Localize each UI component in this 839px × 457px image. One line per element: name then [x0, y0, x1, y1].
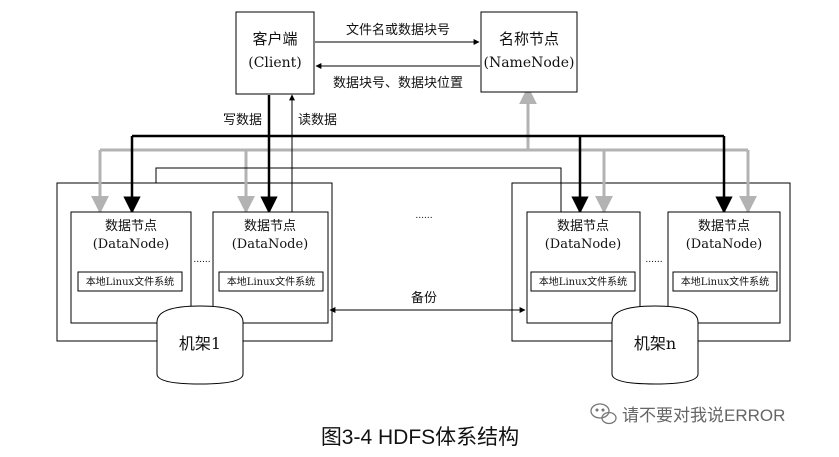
write-label: 写数据 [223, 113, 262, 128]
namenode-subtitle: (NameNode) [483, 55, 574, 71]
local-fs-label: 本地Linux文件系统 [681, 275, 769, 288]
middle-ellipsis: ...... [415, 211, 432, 221]
datanode-subtitle: (DataNode) [232, 237, 309, 252]
figure-caption: 图3-4 HDFS体系结构 [321, 426, 519, 449]
namenode-box [480, 11, 578, 93]
client-box [235, 11, 315, 95]
response-label: 数据块号、数据块位置 [333, 76, 463, 91]
client-title: 客户端 [252, 30, 297, 48]
datanode-subtitle: (DataNode) [686, 237, 763, 252]
request-label: 文件名或数据块号 [346, 22, 450, 38]
rack-1-label: 机架1 [179, 334, 221, 353]
datanode-title: 数据节点 [244, 219, 296, 234]
datanode-rackn-a: 数据节点 (DataNode) 本地Linux文件系统 [526, 211, 641, 324]
backup-label: 备份 [411, 290, 437, 306]
rack-n-label: 机架n [634, 334, 676, 353]
datanode-rackn-b: 数据节点 (DataNode) 本地Linux文件系统 [667, 211, 781, 324]
rack-n-cylinder: 机架n [611, 305, 699, 385]
watermark-text: 请不要对我说ERROR [622, 406, 785, 425]
watermark: 请不要对我说ERROR [590, 403, 785, 425]
datanode-title: 数据节点 [698, 219, 750, 234]
datanode-rack1-b: 数据节点 (DataNode) 本地Linux文件系统 [212, 211, 329, 324]
datanode-subtitle: (DataNode) [93, 237, 170, 252]
datanode-title: 数据节点 [557, 219, 609, 234]
datanode-subtitle: (DataNode) [545, 237, 622, 252]
rack-connector [155, 167, 562, 212]
client-subtitle: (Client) [248, 55, 302, 71]
read-bus [91, 86, 757, 214]
datanode-title: 数据节点 [105, 219, 157, 234]
namenode-title: 名称节点 [499, 30, 559, 48]
read-label: 读数据 [298, 113, 337, 128]
local-fs-label: 本地Linux文件系统 [227, 275, 315, 288]
rack1-ellipsis: ...... [193, 255, 210, 265]
local-fs-label: 本地Linux文件系统 [539, 275, 627, 288]
rackn-ellipsis: ...... [645, 255, 662, 265]
wechat-icon [590, 403, 617, 425]
rack-1-cylinder: 机架1 [156, 305, 244, 385]
datanode-rack1-a: 数据节点 (DataNode) 本地Linux文件系统 [70, 211, 192, 324]
local-fs-label: 本地Linux文件系统 [86, 275, 174, 288]
write-bus [123, 134, 733, 214]
